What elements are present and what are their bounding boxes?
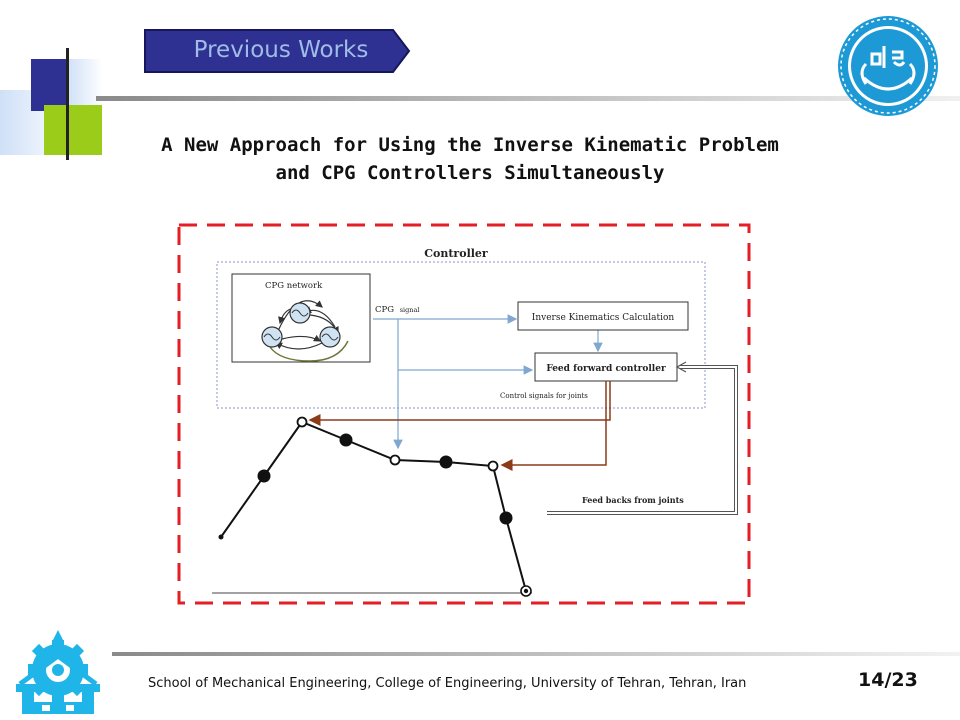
robot-link-mass <box>439 455 453 469</box>
feed-forward-box <box>534 352 678 382</box>
footer-institution: School of Mechanical Engineering, Colleg… <box>148 676 747 691</box>
robot-joint <box>296 416 308 428</box>
heading-line-1: A New Approach for Using the Inverse Kin… <box>161 134 779 156</box>
ik-calculation-box <box>517 301 689 331</box>
robot-joint <box>389 454 401 466</box>
ik-calculation-label: Inverse Kinematics Calculation <box>532 313 675 323</box>
decor-square-fade <box>67 59 103 111</box>
feedback-label: Feed backs from joints <box>582 495 684 505</box>
controller-diagram: Controller CPG network CPG signal Invers… <box>177 223 751 605</box>
controller-label: Controller <box>424 247 488 260</box>
cpg-network-label: CPG network <box>265 281 323 291</box>
heading-line-2: and CPG Controllers Simultaneously <box>275 162 665 184</box>
controller-box <box>216 261 706 409</box>
robot-foot-end <box>218 534 224 540</box>
robot-leg-linkage <box>220 420 527 592</box>
robot-link-mass <box>499 511 513 525</box>
control-signals-label: Control signals for joints <box>500 392 588 400</box>
university-logo <box>838 16 938 116</box>
decor-square-green <box>44 105 102 155</box>
diagram-dashed-frame <box>177 223 751 605</box>
robot-link-mass <box>257 469 271 483</box>
control-arrow-knee <box>500 381 607 471</box>
slide-heading: A New Approach for Using the Inverse Kin… <box>100 131 840 187</box>
feed-forward-label: Feed forward controller <box>546 364 666 374</box>
feedback-line <box>547 361 738 515</box>
cpg-signal-label: CPG signal <box>375 305 419 315</box>
decor-vertical-rule <box>66 48 69 160</box>
robot-joint <box>487 460 499 472</box>
title-banner <box>144 29 411 73</box>
section-title: Previous Works <box>193 37 369 63</box>
robot-link-mass <box>339 433 353 447</box>
control-arrow-hip <box>308 381 611 426</box>
engineering-logo <box>16 630 100 714</box>
page-number: 14/23 <box>858 669 918 691</box>
footer-rule <box>112 652 960 656</box>
decor-header-rule <box>96 96 960 101</box>
decor-square-blue <box>31 59 67 111</box>
slide-decoration <box>0 48 960 160</box>
